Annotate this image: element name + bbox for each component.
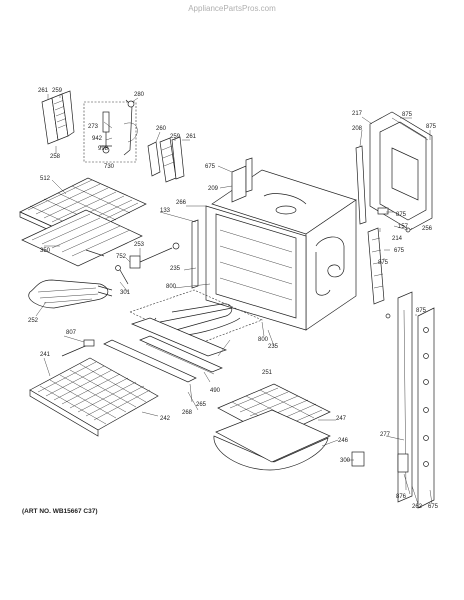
bake-element-rack [21,209,143,267]
callout-730: 730 [104,164,115,170]
element-bracket-group-2 [147,136,185,183]
side-trim-panel [351,291,435,509]
terminal-block [115,242,180,285]
callout-265: 265 [196,402,207,408]
callout-214: 214 [392,236,403,242]
callout-875: 875 [396,212,407,218]
callout-942: 942 [92,136,103,142]
callout-252: 252 [28,318,39,324]
callout-235: 235 [268,344,279,350]
art-number: (ART NO. WB15667 C37) [22,508,98,515]
callout-875: 875 [378,260,389,266]
sensor-kit-box [83,101,137,163]
callout-260: 260 [156,126,167,132]
callout-262: 262 [412,504,423,510]
callout-209: 209 [208,186,219,192]
callout-258: 258 [50,154,61,160]
callout-875: 875 [416,308,427,314]
callout-261: 261 [38,88,49,94]
callout-268: 268 [182,410,193,416]
broil-element [28,279,113,309]
callout-266: 266 [176,200,187,206]
watermark: AppliancePartsPros.com [188,4,276,13]
callout-241: 241 [40,352,51,358]
callout-807: 807 [66,330,77,336]
leader-lines [35,94,433,505]
callout-350: 350 [40,248,51,254]
callout-261: 261 [186,134,197,140]
callout-512: 512 [40,176,51,182]
callout-800: 800 [258,337,269,343]
door-frame-icon [355,111,433,319]
oven-cavity-icon [191,157,357,331]
element-bracket-group [41,90,75,145]
rack-rails [103,335,223,383]
callout-280: 280 [134,92,145,98]
callout-675: 675 [205,164,216,170]
callout-259: 259 [52,88,63,94]
callout-752: 752 [116,254,127,260]
callout-246: 246 [338,438,349,444]
bake-element [131,303,241,357]
callout-675: 675 [428,504,439,510]
callout-800: 800 [166,284,177,290]
rack-icon [29,339,159,437]
callout-675: 675 [394,248,405,254]
callout-253: 253 [134,242,145,248]
callout-876: 876 [396,494,407,500]
callout-277: 277 [380,432,391,438]
callout-157: 157 [398,224,409,230]
callout-256: 256 [422,226,433,232]
callout-251: 251 [262,370,273,376]
callout-217: 217 [352,111,363,117]
callout-242: 242 [160,416,171,422]
callout-300: 300 [340,458,351,464]
callout-875: 875 [402,112,413,118]
callout-998: 998 [98,146,109,152]
broil-pan-icon [213,383,331,471]
callout-247: 247 [336,416,347,422]
callout-875: 875 [426,124,437,130]
callout-490: 490 [210,388,221,394]
callout-133: 133 [160,208,171,214]
callout-235: 235 [170,266,181,272]
callout-301: 301 [120,290,131,296]
sensor-group [100,99,138,156]
callout-273: 273 [88,124,99,130]
callout-259: 259 [170,134,181,140]
callout-208: 208 [352,126,363,132]
